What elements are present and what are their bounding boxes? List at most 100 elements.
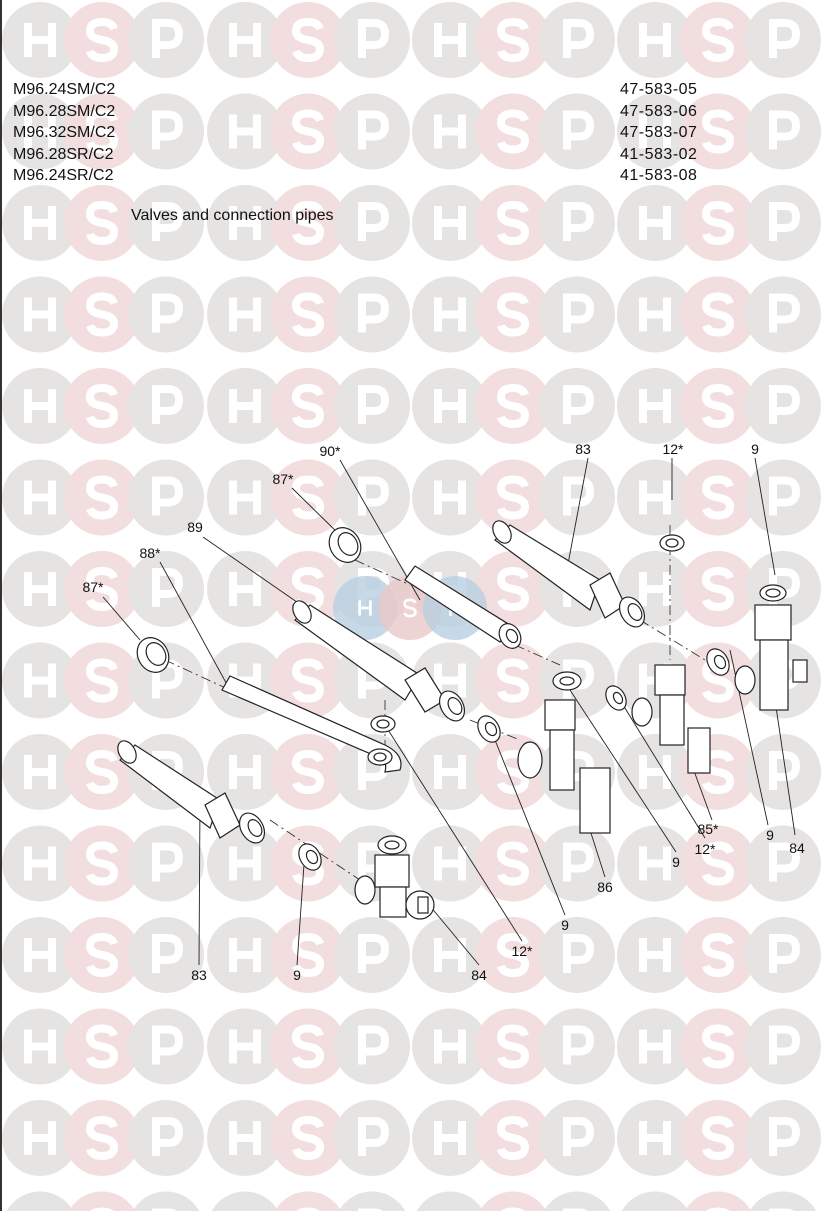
- watermark-circle: [745, 368, 821, 444]
- watermark-circle: [617, 93, 693, 170]
- watermark-glyph-s: [701, 200, 735, 246]
- watermark-glyph-p: [358, 202, 390, 241]
- watermark-glyph-s: [701, 841, 735, 886]
- product-code: 47-583-07: [620, 124, 698, 141]
- watermark-glyph-s: [85, 292, 119, 337]
- watermark-circle: [338, 1191, 406, 1211]
- model-name: M96.32SM/C2: [13, 124, 116, 141]
- watermark-glyph-s: [496, 17, 530, 63]
- watermark-circle: [475, 2, 551, 78]
- watermark-circle: [2, 642, 78, 719]
- callout-label: 9: [766, 827, 774, 843]
- watermark-glyph-h: [24, 938, 56, 972]
- callout-label: 12*: [662, 441, 684, 457]
- watermark-circle: [68, 1191, 136, 1211]
- watermark-circle: [64, 185, 140, 261]
- watermark-glyph-p: [769, 1117, 801, 1156]
- watermark-glyph-h: [434, 297, 466, 332]
- watermark-glyph-p: [152, 19, 184, 58]
- callout-label: 83: [575, 441, 591, 457]
- watermark-circle: [745, 2, 821, 78]
- watermark-circle: [543, 1191, 611, 1211]
- watermark-glyph-p: [563, 934, 595, 973]
- watermark-circle: [64, 368, 140, 444]
- watermark-glyph-h: [434, 846, 466, 881]
- watermark-circle: [270, 1008, 346, 1085]
- watermark-glyph-s: [85, 383, 119, 429]
- watermark-circle: [64, 2, 140, 78]
- watermark-circle: [412, 93, 488, 170]
- watermark-glyph-s: [85, 1115, 119, 1161]
- watermark-circle: [539, 459, 615, 536]
- watermark-circle: [412, 459, 488, 536]
- model-list: M96.24SM/C2 M96.28SM/C2 M96.32SM/C2 M96.…: [13, 79, 115, 187]
- callout-label: 89: [187, 519, 203, 535]
- callout-label: 86: [597, 879, 613, 895]
- watermark-glyph-s: [496, 383, 530, 429]
- watermark-glyph-s: [85, 1024, 119, 1069]
- watermark-glyph-p: [563, 659, 595, 699]
- watermark-circle: [128, 276, 204, 353]
- watermark-glyph-p: [563, 1025, 595, 1065]
- watermark-glyph-h: [229, 1029, 261, 1064]
- watermark-glyph-s: [496, 566, 530, 612]
- watermark-glyph-s: [701, 1024, 735, 1069]
- watermark-glyph-p: [563, 110, 595, 150]
- product-code: 47-583-06: [620, 102, 698, 120]
- watermark-glyph-h: [434, 389, 466, 423]
- product-code: 41-583-08: [620, 167, 698, 184]
- watermark-circle: [334, 2, 410, 78]
- watermark-glyph-h: [229, 1121, 261, 1155]
- watermark-circle: [680, 825, 756, 902]
- watermark-glyph-s: [496, 749, 530, 795]
- watermark-circle: [475, 459, 551, 536]
- watermark-glyph-h: [639, 938, 671, 972]
- watermark-circle: [334, 368, 410, 444]
- watermark-circle: [412, 185, 488, 261]
- watermark-circle: [207, 551, 283, 627]
- watermark-glyph-s: [85, 566, 119, 612]
- watermark-circle: [680, 551, 756, 627]
- callout-label: 9: [751, 441, 759, 457]
- watermark-glyph-s: [85, 749, 119, 795]
- watermark-glyph-s: [85, 200, 119, 246]
- watermark-glyph-h: [24, 389, 56, 423]
- watermark-circle: [745, 459, 821, 536]
- watermark-glyph-p: [563, 202, 595, 241]
- watermark-glyph-p: [358, 293, 390, 333]
- watermark-circle: [416, 1191, 484, 1211]
- watermark-glyph-p: [152, 1025, 184, 1065]
- watermark-glyph-p: [358, 1025, 390, 1065]
- callout-label: 88*: [139, 545, 161, 561]
- watermark-circle: [745, 185, 821, 261]
- watermark-circle: [270, 368, 346, 444]
- watermark-circle: [617, 917, 693, 993]
- watermark-glyph-h: [434, 206, 466, 240]
- watermark-glyph-h: [24, 846, 56, 881]
- watermark-glyph-h: [24, 755, 56, 789]
- watermark-circle: [475, 93, 551, 170]
- watermark-glyph-s: [701, 109, 735, 154]
- watermark-glyph-p: [769, 19, 801, 58]
- watermark-circle: [745, 276, 821, 353]
- watermark-circle: [270, 1100, 346, 1176]
- watermark-glyph-p: [358, 1117, 390, 1156]
- watermark-circle: [412, 368, 488, 444]
- diagram-title: Valves and connection pipes: [131, 207, 334, 224]
- watermark-glyph-h: [229, 297, 261, 332]
- watermark-circle: [745, 1008, 821, 1085]
- watermark-circle: [539, 185, 615, 261]
- watermark-circle: [334, 1100, 410, 1176]
- pipe-83-lower: [117, 740, 266, 844]
- watermark-circle: [2, 276, 78, 353]
- watermark-glyph-s: [701, 932, 735, 978]
- watermark-glyph-p: [358, 476, 390, 516]
- watermark-glyph-s: [291, 658, 325, 703]
- watermark-glyph-s: [291, 749, 325, 795]
- watermark-glyph-s: [291, 17, 325, 63]
- watermark-circle: [680, 1100, 756, 1176]
- callout-label: 84: [471, 967, 487, 983]
- watermark-glyph-p: [563, 385, 595, 424]
- watermark-glyph-p: [152, 110, 184, 150]
- watermark-circle: [617, 1008, 693, 1085]
